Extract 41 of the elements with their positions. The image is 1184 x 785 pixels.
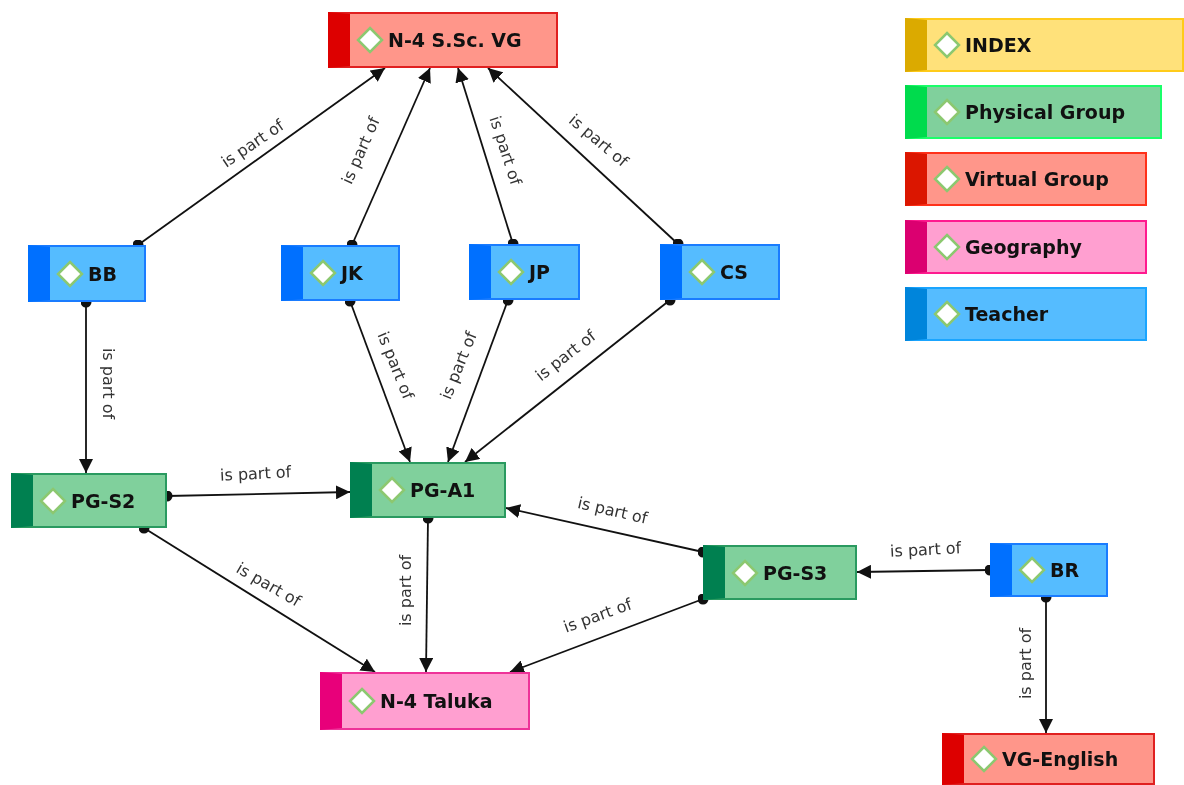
edge-label: is part of <box>98 347 118 419</box>
entity-box <box>990 543 1108 597</box>
legend-label: Virtual Group <box>965 168 1109 190</box>
entity-box <box>11 473 167 528</box>
legend-label: Physical Group <box>965 101 1125 123</box>
edge-label: is part of <box>435 328 481 402</box>
edge-label: is part of <box>395 554 415 626</box>
node-label: PG-A1 <box>410 479 476 501</box>
edge-label: is part of <box>564 109 632 171</box>
edge-label: is part of <box>219 461 292 485</box>
entity-box <box>281 245 400 301</box>
node-label: PG-S3 <box>763 561 828 584</box>
node-label: VG-English <box>1002 748 1119 770</box>
node-label: CS <box>720 261 748 283</box>
node-label: BR <box>1050 559 1080 581</box>
node-label: N-4 Taluka <box>380 690 493 712</box>
legend-label: INDEX <box>965 34 1032 56</box>
edge-label: is part of <box>485 113 526 187</box>
edge-label: is part of <box>232 558 304 610</box>
edge-label: is part of <box>1015 627 1035 699</box>
entity-box <box>328 12 558 68</box>
legend-label: Geography <box>965 236 1082 258</box>
legend-label: Teacher <box>965 303 1049 325</box>
edge-label: is part of <box>336 113 384 187</box>
entity-box <box>703 545 857 600</box>
node-label: PG-S2 <box>71 489 136 512</box>
entity-box <box>942 733 1155 785</box>
entity-box <box>350 462 506 518</box>
edge-label: is part of <box>575 492 649 528</box>
arrow <box>509 593 709 674</box>
node-label: N-4 S.Sc. VG <box>388 29 522 51</box>
entity-box <box>469 244 580 300</box>
edge-label: is part of <box>560 593 634 637</box>
edge-label: is part of <box>889 537 962 561</box>
edge-label: is part of <box>372 328 418 402</box>
entity-box <box>320 672 530 730</box>
node-label: BB <box>88 262 117 285</box>
entity-box <box>660 244 780 300</box>
node-label: JK <box>341 262 363 284</box>
node-label: JP <box>529 261 550 283</box>
entity-box <box>28 245 146 302</box>
